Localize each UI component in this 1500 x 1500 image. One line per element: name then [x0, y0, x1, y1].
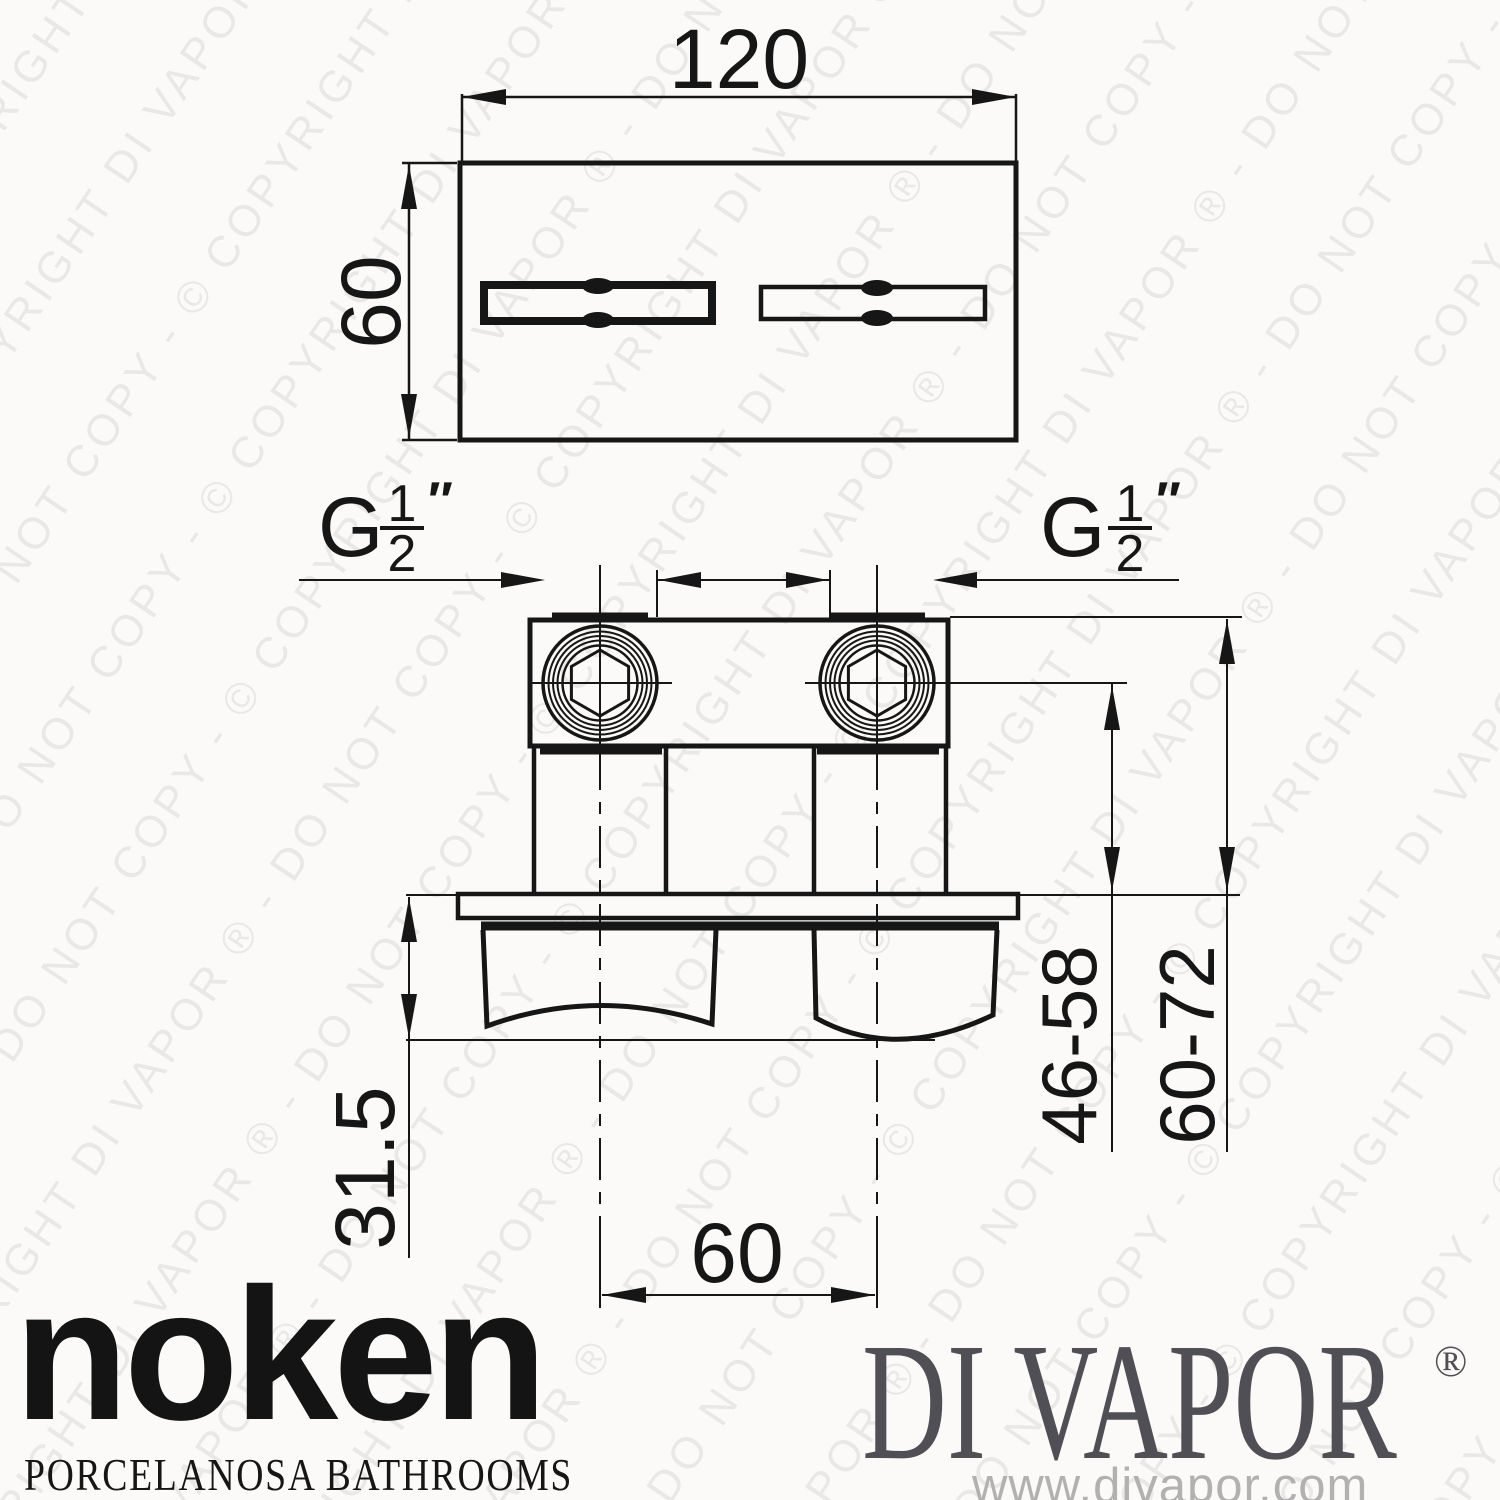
arrowhead-up-icon [401, 898, 417, 942]
dimension-recess-31-5 [401, 897, 417, 1258]
arrowhead-down-icon [1219, 847, 1235, 891]
fraction-denominator: 2 [388, 525, 417, 583]
arrowhead-up-icon [1219, 620, 1235, 664]
fraction-numerator: 1 [388, 475, 417, 533]
arrowhead-down-icon [401, 994, 417, 1038]
divapor-logo: DI VAPOR [862, 1309, 1397, 1495]
thread-label-left: G 1 2 ″ [318, 472, 453, 583]
label-width-120: 120 [669, 12, 809, 106]
registered-trademark-icon: ® [1434, 1337, 1468, 1386]
right-cap-profile [811, 929, 1000, 1042]
thread-leader-right [933, 572, 1179, 588]
label-range-46-58: 46-58 [1025, 945, 1113, 1145]
label-recess-31-5: 31.5 [318, 1086, 412, 1250]
arrowhead-down-icon [1104, 847, 1120, 891]
thread-g-letter: G [318, 480, 383, 574]
arrowhead-right-icon [831, 1287, 875, 1303]
arrowhead-up-icon [401, 165, 417, 209]
left-cap-profile [480, 929, 719, 1030]
noken-tagline: PORCELANOSA BATHROOMS [24, 1449, 574, 1500]
arrowhead-right-icon [972, 89, 1016, 105]
inch-mark: ″ [1156, 472, 1181, 530]
label-height-60: 60 [324, 255, 418, 348]
arrowhead-left-icon [602, 1287, 646, 1303]
divapor-website-text: www.divapor.com [972, 1459, 1369, 1500]
dimension-height-60 [401, 161, 457, 442]
fraction-numerator: 1 [1116, 475, 1145, 533]
extension-lines [406, 616, 1242, 1308]
dimension-width-120 [460, 89, 1018, 161]
arrowhead-left-icon [462, 89, 506, 105]
drawing-labels: 120 60 G 1 2 ″ G 1 2 ″ 31.5 46-58 60-72 … [318, 12, 1231, 1300]
dimension-range-60-72 [1219, 619, 1235, 1152]
thread-leader-left [299, 572, 545, 588]
arrowhead-left-icon [933, 572, 977, 588]
plan-slot-center-marks [582, 278, 893, 328]
arrowhead-left-icon [659, 572, 701, 588]
thread-g-letter: G [1040, 480, 1105, 574]
arrowhead-down-icon [401, 394, 417, 438]
dimension-range-46-58 [1104, 684, 1120, 1152]
thread-label-right: G 1 2 ″ [1040, 472, 1181, 583]
wall-flange-plate [455, 891, 1021, 921]
label-range-60-72: 60-72 [1143, 945, 1231, 1145]
valve-legs [531, 748, 949, 894]
top-view [401, 89, 1019, 443]
centerlines [528, 565, 1127, 1296]
arrowhead-up-icon [1104, 686, 1120, 730]
noken-logo: noken [14, 1249, 548, 1459]
arrowhead-right-icon [786, 572, 828, 588]
dimension-port-spacing-60 [602, 1287, 875, 1303]
fraction-denominator: 2 [1116, 525, 1145, 583]
plan-body-outline [457, 160, 1019, 443]
label-port-spacing-60: 60 [690, 1206, 783, 1300]
dimension-inner-gap [656, 570, 831, 617]
arrowhead-right-icon [501, 572, 545, 588]
inch-mark: ″ [428, 472, 453, 530]
front-view [299, 565, 1242, 1308]
